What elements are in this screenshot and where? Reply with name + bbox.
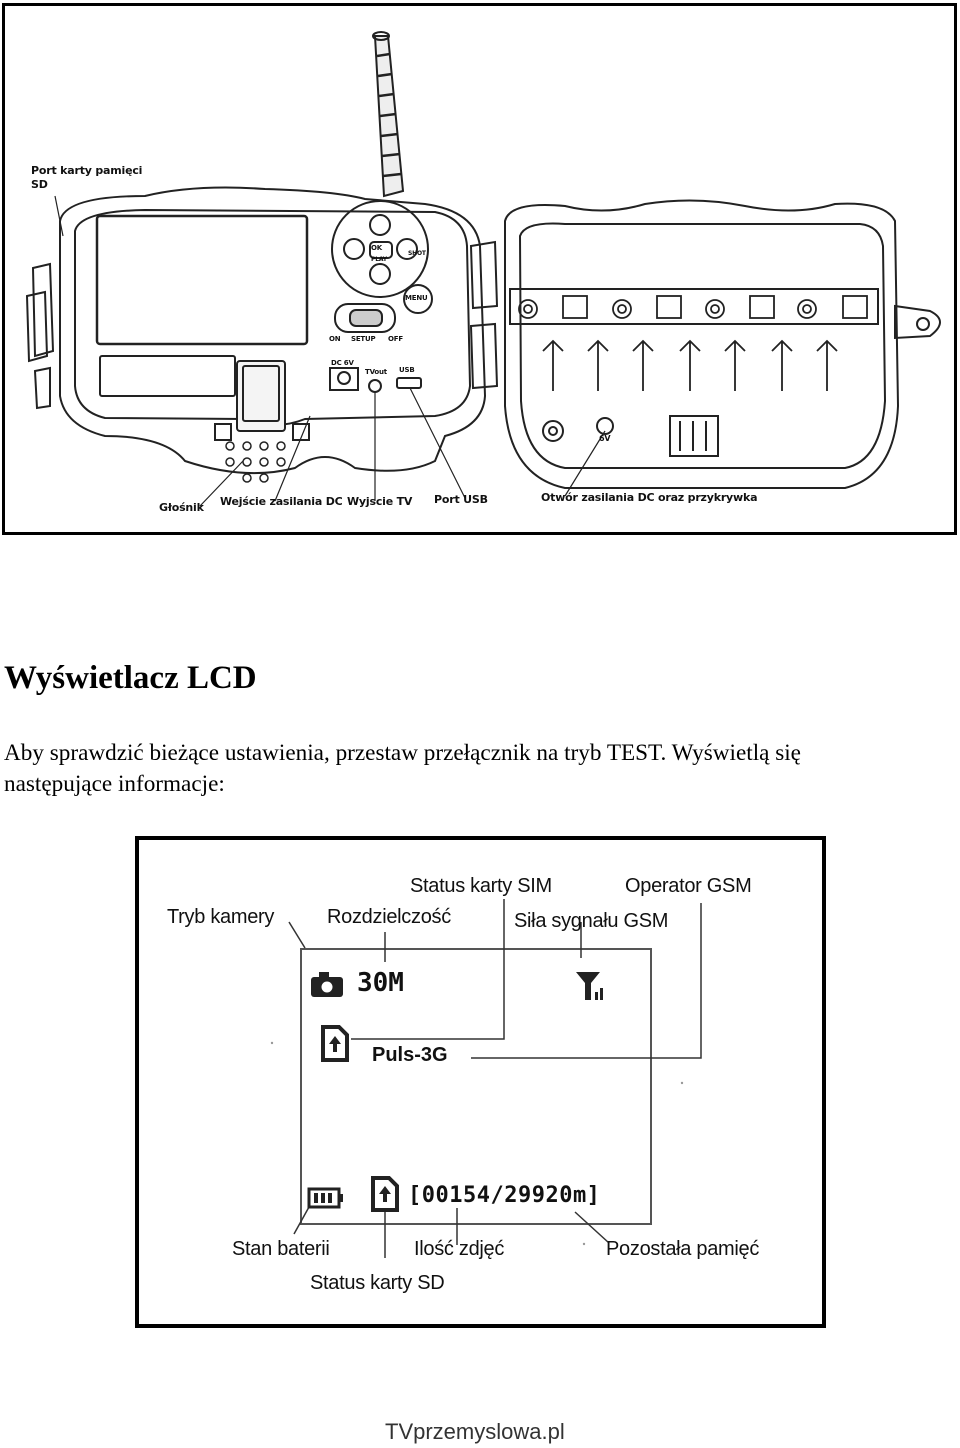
- lcd-diagram: 30M Puls-3G [00154/29920m] Tryb kamery R…: [135, 836, 826, 1328]
- callout-tv-out: Wyjscie TV: [347, 495, 413, 508]
- device-ok-mark: OK: [371, 244, 382, 252]
- label-sd-status: Status karty SD: [310, 1272, 445, 1294]
- lcd-counter-value: [00154/29920m]: [408, 1183, 601, 1208]
- footer-watermark: TVprzemyslowa.pl: [385, 1419, 565, 1444]
- lcd-resolution-value: 30M: [357, 968, 404, 998]
- device-drawing: [25, 31, 941, 507]
- intro-paragraph-line2: następujące informacje:: [4, 771, 225, 797]
- battery-icon: [307, 1187, 343, 1209]
- device-play-mark: PLAY: [371, 256, 387, 263]
- device-dc-mark: DC 6V: [331, 359, 354, 367]
- battery-compartment: [504, 199, 941, 489]
- label-photo-count: Ilość zdjęć: [414, 1238, 505, 1260]
- label-gsm-signal: Siła sygnału GSM: [514, 910, 669, 932]
- speaker-holes: [225, 441, 286, 483]
- section-heading: Wyświetlacz LCD: [4, 660, 257, 696]
- device-tv-mark: TVout: [365, 368, 387, 376]
- signal-icon: [576, 972, 603, 1000]
- device-diagram: OK PLAY SHOT MENU ON SETUP OFF DC 6V TVo…: [2, 3, 957, 535]
- label-camera-mode: Tryb kamery: [167, 906, 275, 928]
- lcd-leader-lines: [288, 899, 702, 1258]
- lcd-frame: [300, 948, 652, 1225]
- camera-icon: [311, 972, 343, 997]
- lcd-operator-value: Puls-3G: [372, 1044, 448, 1066]
- callout-speaker: Głośnik: [159, 501, 204, 514]
- callout-dc-hole: Otwór zasilania DC oraz przykrywka: [541, 491, 758, 504]
- intro-paragraph-line1: Aby sprawdzić bieżące ustawienia, przest…: [4, 740, 801, 766]
- label-resolution: Rozdzielczość: [327, 906, 451, 928]
- label-sim-status: Status karty SIM: [410, 875, 552, 897]
- label-remaining-memory: Pozostała pamięć: [606, 1238, 760, 1260]
- label-gsm-operator: Operator GSM: [625, 875, 752, 897]
- device-setup-mark: SETUP: [351, 335, 376, 343]
- callout-sd-port-line1: Port karty pamięci: [31, 164, 143, 177]
- intro-paragraph: Aby sprawdzić bieżące ustawienia, przest…: [4, 738, 960, 800]
- label-battery: Stan baterii: [232, 1238, 330, 1260]
- callout-usb-port: Port USB: [434, 493, 488, 506]
- lcd-drawing: [270, 899, 702, 1258]
- device-shot-mark: SHOT: [408, 250, 426, 257]
- callout-sd-port: Port karty pamięci SD: [31, 164, 142, 192]
- device-on-mark: ON: [329, 335, 341, 343]
- sim-card-icon: [321, 1025, 349, 1062]
- callout-dc-input: Wejście zasilania DC: [220, 495, 343, 508]
- battery-slots: [518, 295, 868, 391]
- antenna: [372, 31, 405, 198]
- leader-lines: [54, 195, 606, 507]
- device-menu-mark: MENU: [405, 294, 428, 302]
- device-6v-mark: 6V: [599, 434, 611, 443]
- front-panel: [25, 186, 487, 483]
- device-off-mark: OFF: [388, 335, 403, 343]
- callout-sd-port-line2: SD: [31, 178, 48, 191]
- sd-card-icon: [371, 1176, 399, 1212]
- device-usb-mark: USB: [399, 366, 415, 374]
